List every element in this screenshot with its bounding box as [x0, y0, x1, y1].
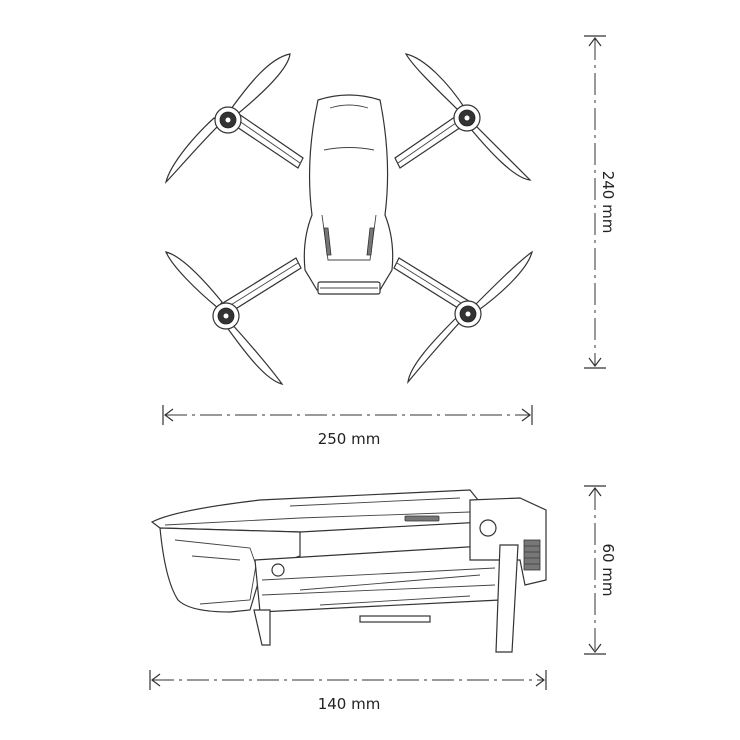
- label-240mm: 240 mm: [599, 171, 617, 234]
- propeller-front-left: [164, 53, 291, 184]
- motor-front-right: [453, 104, 481, 132]
- dimension-width-top-view: 250 mm: [162, 405, 533, 448]
- dimension-height-top-view: 240 mm: [584, 35, 617, 369]
- propeller-front-right: [404, 53, 532, 181]
- arm-rear-left: [222, 257, 302, 314]
- motor-rear-right: [454, 300, 482, 328]
- label-250mm: 250 mm: [318, 430, 381, 448]
- motor-front-left: [214, 106, 242, 134]
- label-140mm: 140 mm: [318, 695, 381, 713]
- propeller-rear-right: [407, 250, 533, 384]
- label-60mm: 60 mm: [599, 543, 617, 596]
- fuselage-top: [303, 94, 394, 295]
- dimension-height-side-view: 60 mm: [584, 485, 617, 655]
- propeller-rear-left: [164, 251, 284, 385]
- dimension-length-side-view: 140 mm: [149, 670, 547, 713]
- drone-top-view: [164, 53, 533, 385]
- drone-side-view: [150, 489, 547, 653]
- motor-rear-left: [212, 302, 240, 330]
